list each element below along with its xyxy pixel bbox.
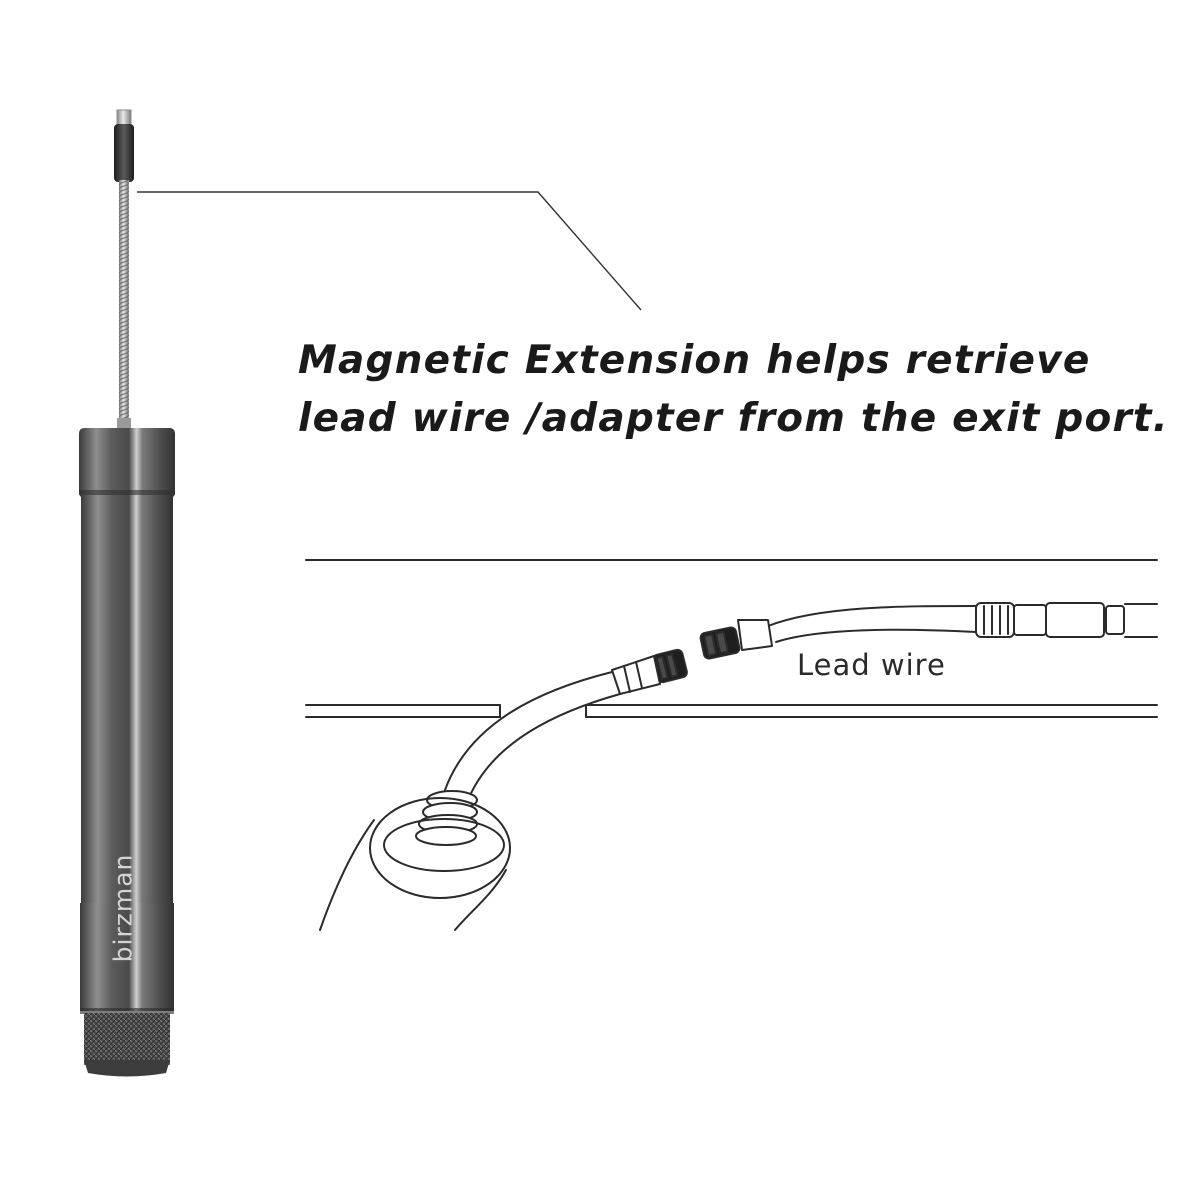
lead-wire-drawing <box>319 602 1158 931</box>
magnetic-extension-tool <box>79 109 175 1077</box>
headline-line-2: lead wire /adapter from the exit port. <box>298 396 1169 441</box>
callout-headline: Magnetic Extension helps retrieve lead w… <box>298 332 1188 448</box>
brand-logo: birzman <box>108 828 138 988</box>
brand-logo-text: birzman <box>108 853 138 963</box>
headline-line-1: Magnetic Extension helps retrieve <box>298 338 1091 383</box>
lead-wire-label: Lead wire <box>797 648 946 682</box>
frame-tube-drawing <box>305 559 1158 718</box>
callout-leader-line <box>137 191 642 311</box>
